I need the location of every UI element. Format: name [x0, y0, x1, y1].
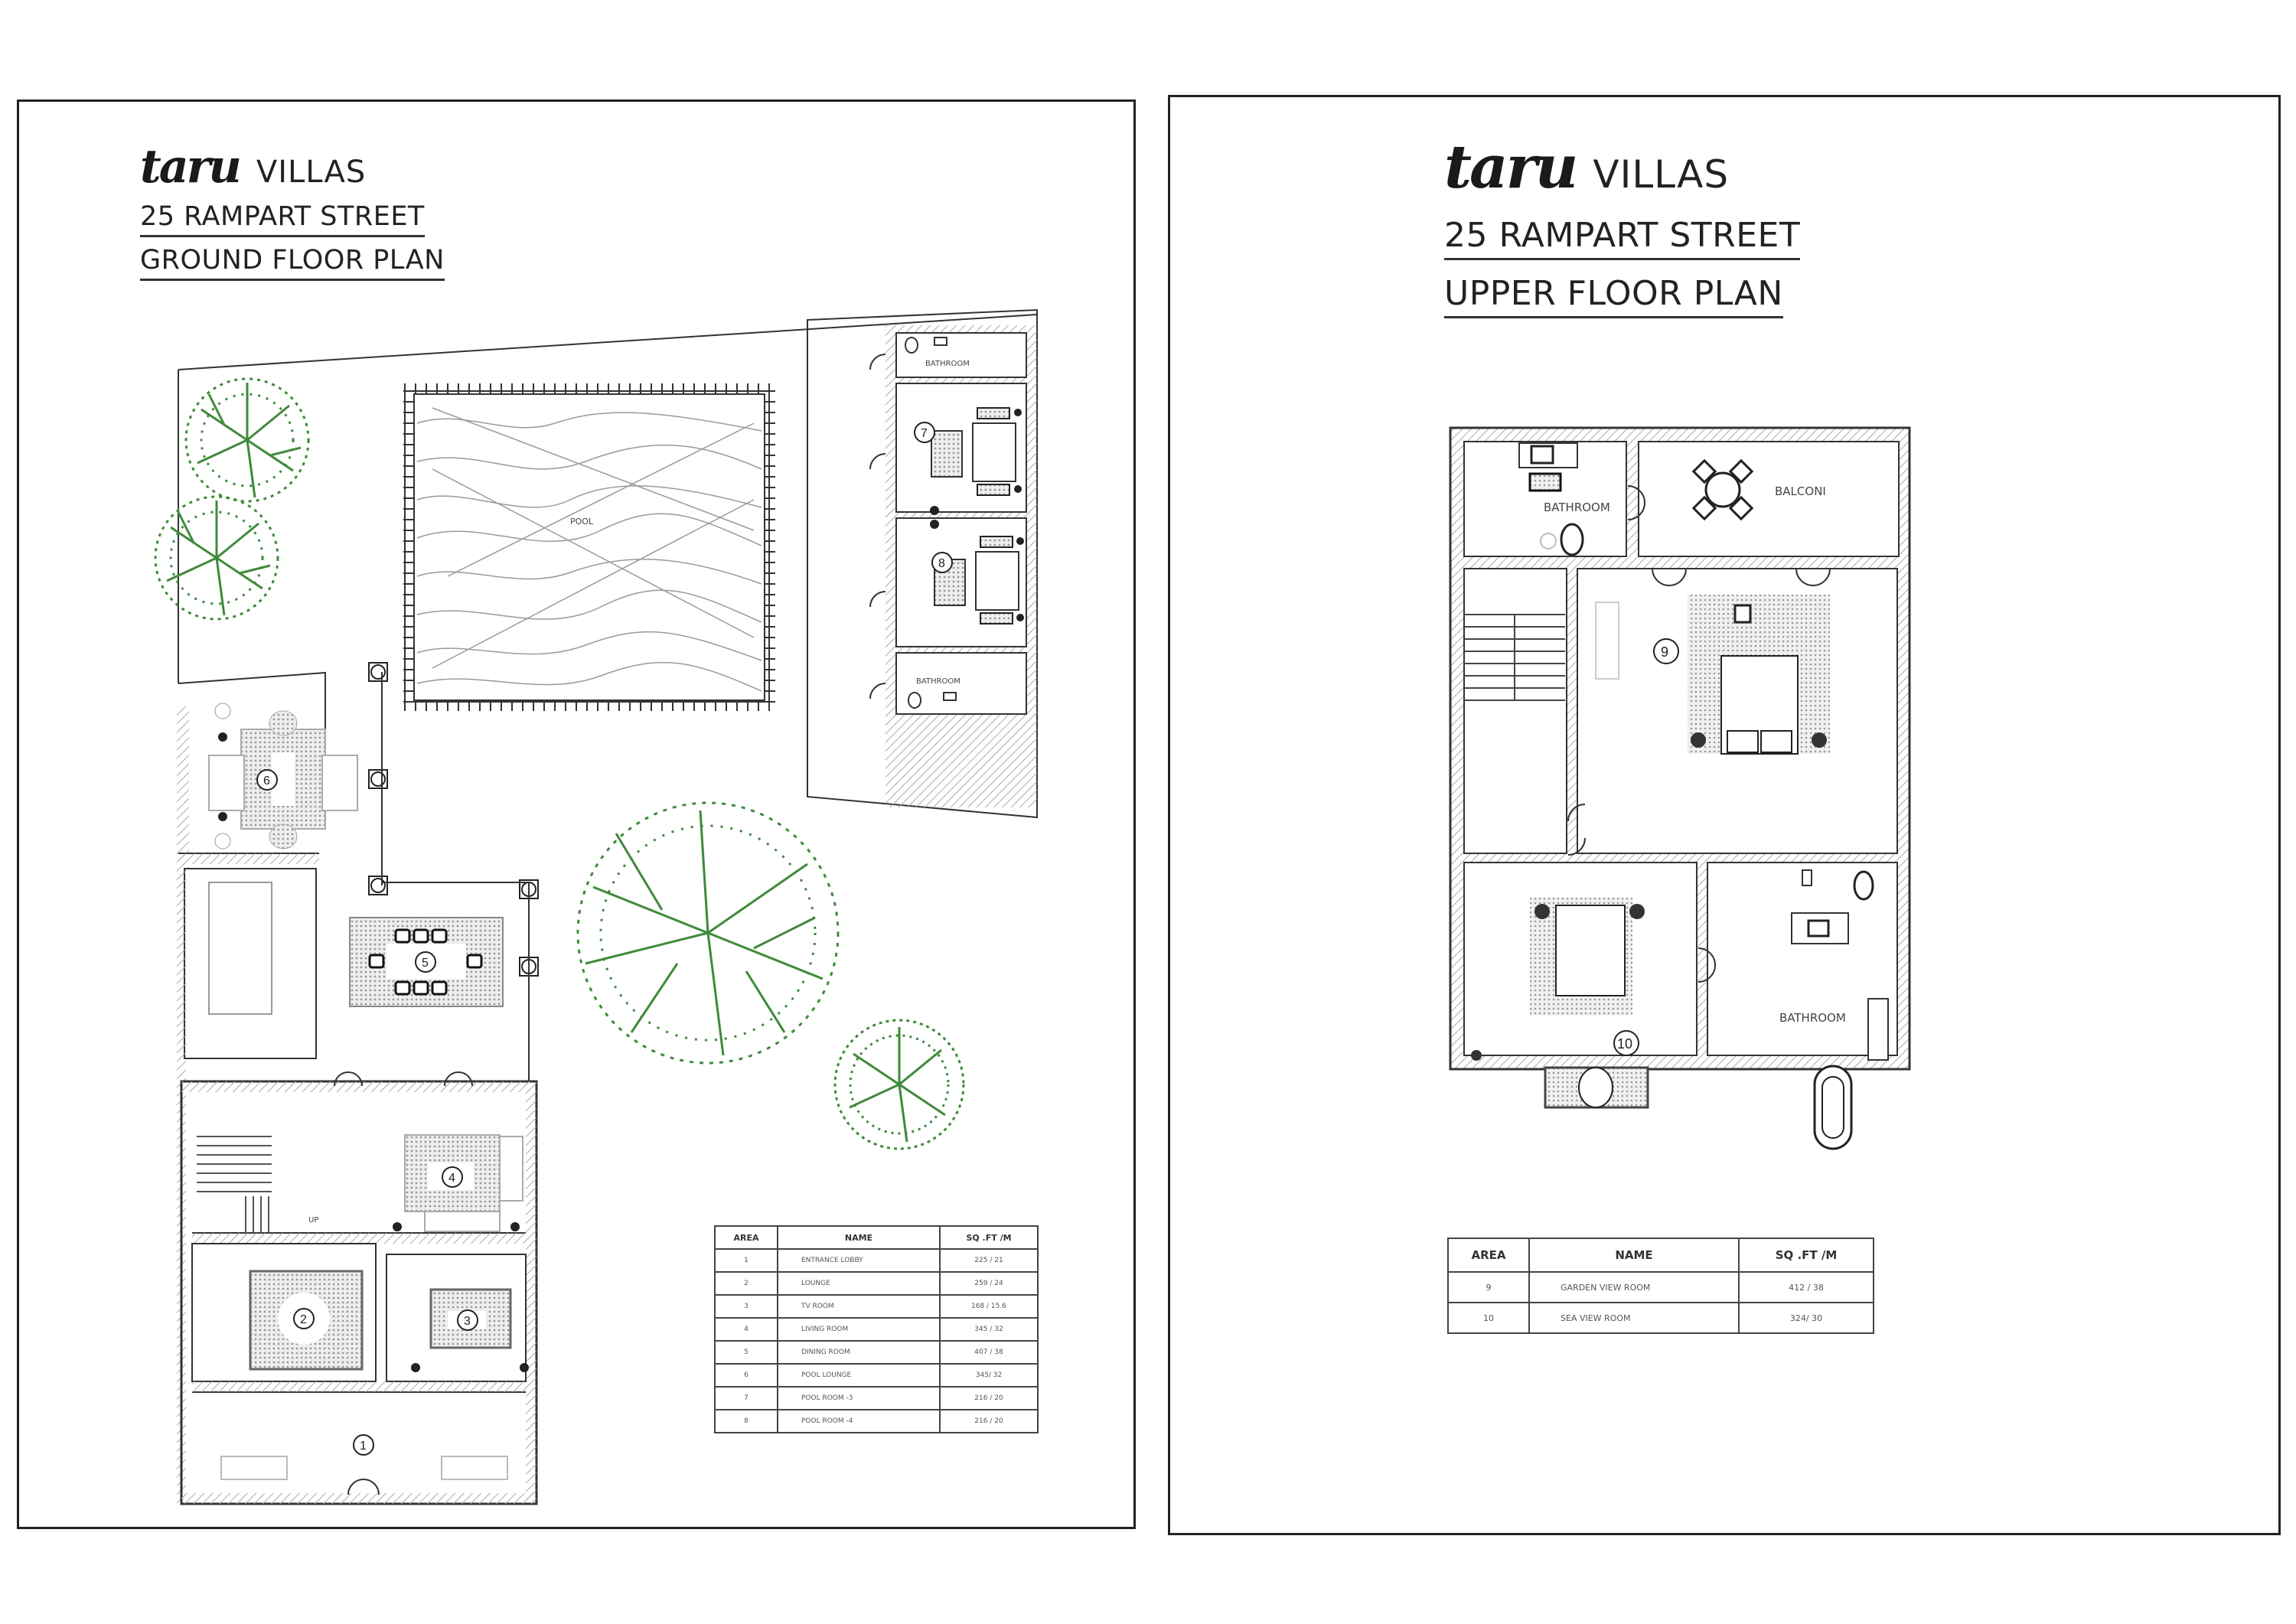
room-marker-6: 6 [263, 774, 270, 788]
cell-name: LIVING ROOM [777, 1317, 941, 1342]
bathroom-top-label: BATHROOM [925, 360, 970, 368]
cell-name: SEA VIEW ROOM [1528, 1302, 1740, 1334]
cell-name: POOL ROOM -3 [777, 1386, 941, 1410]
cell-size: 168 / 15.6 [939, 1294, 1039, 1319]
balcony-table-icon [1691, 458, 1754, 521]
ground-floor-plan-drawing: POOL BATHROOM [154, 308, 1038, 1505]
room-marker-5: 5 [422, 957, 429, 970]
ground-floor-sheet: POOL BATHROOM [17, 99, 1136, 1529]
upper-floor-plan-drawing: BATHROOM BALCONI [1449, 426, 1911, 1150]
cell-name: GARDEN VIEW ROOM [1528, 1271, 1740, 1303]
cell-size: 225 / 21 [939, 1248, 1039, 1273]
header-area: AREA [1447, 1238, 1530, 1273]
header-size: SQ .FT /M [1738, 1238, 1874, 1273]
cell-area: 6 [714, 1363, 778, 1388]
bathroom-bottom-label: BATHROOM [916, 677, 960, 686]
cell-name: LOUNGE [777, 1271, 941, 1296]
cell-area: 1 [714, 1248, 778, 1273]
upper-title-block: taru VILLAS 25 RAMPART STREET UPPER FLOO… [1444, 132, 1801, 318]
ground-title-block: taru VILLAS 25 RAMPART STREET GROUND FLO… [140, 140, 445, 281]
cell-size: 412 / 38 [1738, 1271, 1874, 1303]
room-marker-3: 3 [464, 1315, 471, 1328]
cell-area: 9 [1447, 1271, 1530, 1303]
header-area: AREA [714, 1225, 778, 1250]
cell-area: 3 [714, 1294, 778, 1319]
stair-up-label: UP [308, 1216, 318, 1225]
cell-area: 2 [714, 1271, 778, 1296]
cell-name: POOL ROOM -4 [777, 1409, 941, 1433]
cell-size: 216 / 20 [939, 1386, 1039, 1410]
plan-title: GROUND FLOOR PLAN [140, 245, 445, 281]
brand-name: VILLAS [1593, 152, 1730, 197]
pool-label: POOL [570, 517, 594, 527]
tree-icon [833, 1019, 965, 1150]
cell-name: DINING ROOM [777, 1340, 941, 1365]
header-name: NAME [777, 1225, 941, 1250]
cell-area: 5 [714, 1340, 778, 1365]
header-size: SQ .FT /M [939, 1225, 1039, 1250]
room-marker-4: 4 [448, 1172, 455, 1185]
cell-size: 216 / 20 [939, 1409, 1039, 1433]
tree-icon [154, 495, 279, 621]
trees [154, 377, 965, 1150]
tree-icon [184, 377, 310, 503]
room-marker-1: 1 [360, 1440, 367, 1453]
address: 25 RAMPART STREET [1444, 216, 1801, 260]
pool-lounge [177, 662, 539, 1081]
pool: POOL [403, 383, 775, 711]
brand: taru VILLAS [140, 140, 445, 194]
room-markers: 1 2 3 4 5 6 7 8 [256, 422, 953, 1456]
pool-rooms-wing: BATHROOM BATHROOM [807, 308, 1038, 819]
brand-name: VILLAS [256, 155, 367, 190]
cell-size: 324/ 30 [1738, 1302, 1874, 1334]
taru-logo: taru [140, 140, 242, 194]
cell-area: 10 [1447, 1302, 1530, 1334]
cell-area: 8 [714, 1409, 778, 1433]
cell-area: 4 [714, 1317, 778, 1342]
cell-size: 259 / 24 [939, 1271, 1039, 1296]
cell-name: TV ROOM [777, 1294, 941, 1319]
upper-bathroom-top-label: BATHROOM [1544, 501, 1610, 514]
upper-bathroom-main-label: BATHROOM [1779, 1011, 1846, 1025]
room-marker-8: 8 [938, 557, 945, 570]
room-marker-7: 7 [921, 427, 928, 440]
tree-icon [576, 801, 840, 1065]
balcony-label: BALCONI [1775, 484, 1826, 498]
cell-area: 7 [714, 1386, 778, 1410]
cell-size: 407 / 38 [939, 1340, 1039, 1365]
brand: taru VILLAS [1444, 132, 1800, 202]
room-marker-2: 2 [300, 1313, 307, 1326]
plan-title: UPPER FLOOR PLAN [1444, 274, 1783, 318]
room-marker-9: 9 [1661, 644, 1668, 660]
cell-size: 345 / 32 [939, 1317, 1039, 1342]
taru-logo: taru [1444, 132, 1578, 202]
cell-name: POOL LOUNGE [777, 1363, 941, 1388]
upper-floor-sheet: BATHROOM BALCONI [1168, 95, 2281, 1535]
address: 25 RAMPART STREET [140, 201, 425, 237]
cell-size: 345/ 32 [939, 1363, 1039, 1388]
header-name: NAME [1528, 1238, 1740, 1273]
main-house: UP [177, 868, 538, 1505]
cell-name: ENTRANCE LOBBY [777, 1248, 941, 1273]
room-marker-10: 10 [1617, 1036, 1632, 1052]
